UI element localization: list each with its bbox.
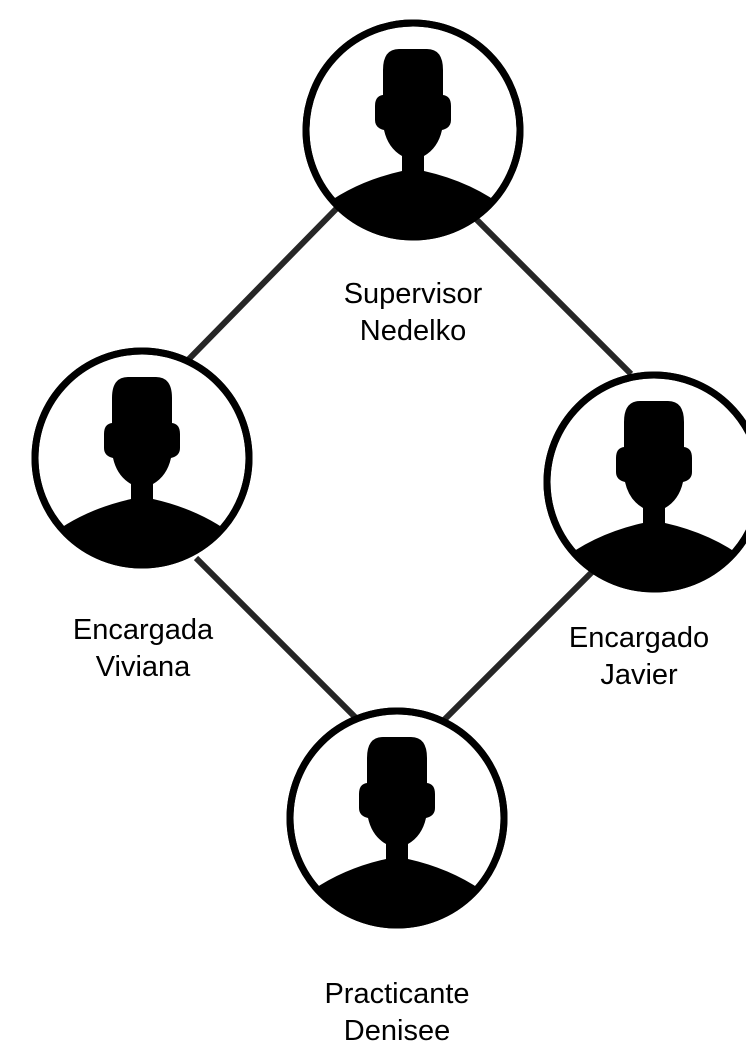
node-javier	[543, 371, 746, 593]
person-name: Denisee	[343, 1015, 451, 1047]
role-label: Encargado	[568, 622, 710, 654]
connection-lines	[185, 202, 634, 724]
edge-nedelko-javier	[470, 213, 634, 377]
label-javier: Encargado Javier	[519, 620, 746, 694]
person-name: Javier	[600, 659, 678, 691]
label-denisee: Practicante Denisee	[277, 976, 517, 1050]
person-name: Nedelko	[359, 315, 467, 347]
person-name: Viviana	[95, 651, 191, 683]
node-nedelko	[302, 19, 524, 241]
edge-nedelko-viviana	[185, 202, 343, 363]
role-label: Practicante	[324, 978, 470, 1010]
edge-viviana-denisee	[193, 555, 359, 721]
role-label: Supervisor	[343, 278, 483, 310]
node-viviana	[31, 347, 253, 569]
label-viviana: Encargada Viviana	[23, 612, 263, 686]
edge-javier-denisee	[440, 563, 601, 724]
role-label: Encargada	[72, 614, 214, 646]
node-denisee	[286, 707, 508, 929]
label-nedelko: Supervisor Nedelko	[293, 276, 533, 350]
